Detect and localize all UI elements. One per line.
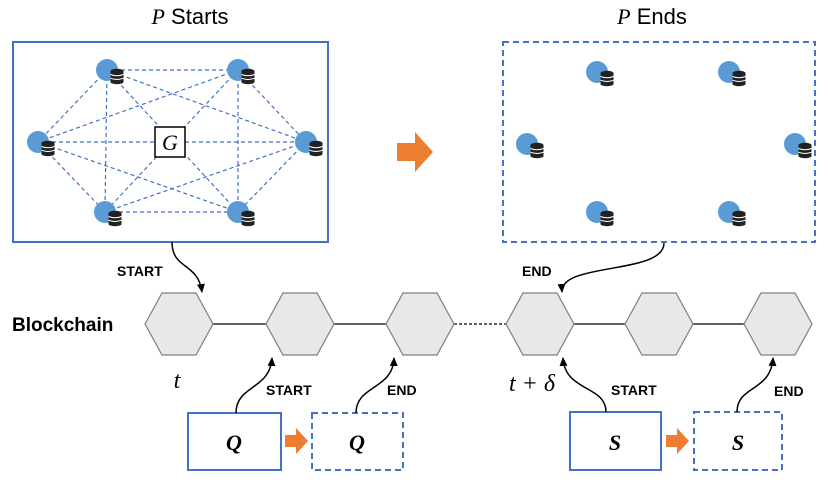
s-end-label: S <box>732 430 744 455</box>
graph-label-box <box>154 126 186 158</box>
end-label-p: END <box>522 263 552 279</box>
start-label-p: START <box>117 263 163 279</box>
block <box>144 292 214 356</box>
time-t: t <box>174 368 182 394</box>
s-start-label: S <box>609 430 621 455</box>
orange-arrow-icon <box>285 428 308 454</box>
q-end-box <box>311 412 404 471</box>
s-end-box <box>693 411 783 471</box>
block <box>265 292 335 356</box>
block <box>624 292 694 356</box>
start-arrow-q <box>235 357 276 414</box>
block <box>743 292 813 356</box>
graph-edges <box>37 69 307 213</box>
blocks <box>144 292 813 356</box>
title-left: P Starts <box>150 4 228 29</box>
title-right: P Ends <box>616 4 687 29</box>
start-label-s: START <box>611 382 657 398</box>
orange-arrow-icon <box>397 132 433 172</box>
block <box>385 292 455 356</box>
q-start-box <box>187 412 282 471</box>
start-arrow-p <box>171 241 205 293</box>
graph-label: G <box>162 130 178 155</box>
end-label-q: END <box>387 382 417 398</box>
q-end-label: Q <box>349 430 365 455</box>
s-start-box <box>569 411 662 471</box>
orange-arrow-icon <box>666 428 689 454</box>
block <box>505 292 575 356</box>
end-arrow-p <box>557 242 665 293</box>
time-t-delta: t + δ <box>509 371 556 397</box>
q-start-label: Q <box>226 430 242 455</box>
end-arrow-q <box>355 357 398 414</box>
end-label-s: END <box>774 383 804 399</box>
blockchain-label: Blockchain <box>12 315 113 336</box>
start-label-q: START <box>266 382 312 398</box>
start-arrow-s <box>559 357 607 413</box>
p-ends-panel <box>502 41 816 243</box>
end-arrow-s <box>736 357 777 413</box>
